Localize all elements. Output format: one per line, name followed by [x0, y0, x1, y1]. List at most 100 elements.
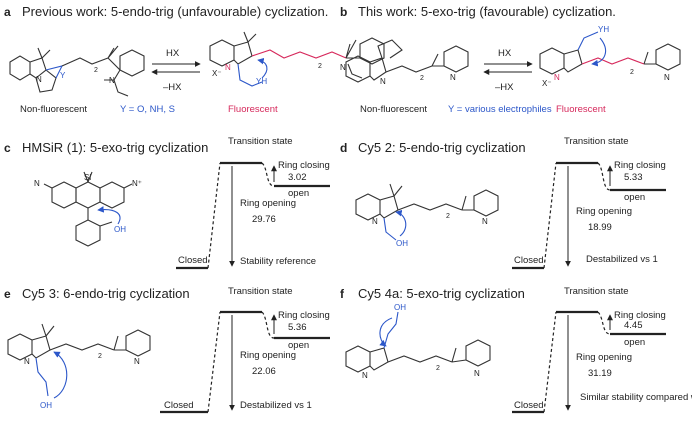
panel-d: d Cy5 2: 5-endo-trig cyclization N N OH …	[340, 136, 666, 270]
atom-n2-b-left: N	[450, 73, 456, 82]
closing-value-e: 5.36	[288, 322, 307, 333]
state-a-left: Non-fluorescent	[20, 104, 87, 115]
atom-n-plus-f: N	[362, 371, 368, 380]
subscript-f: 2	[436, 365, 440, 372]
closed-label-e: Closed	[164, 400, 194, 411]
closed-label-d: Closed	[514, 255, 544, 266]
panel-title-f: Cy5 4a: 5-exo-trig cyclization	[358, 286, 525, 301]
panel-title-e: Cy5 3: 6-endo-trig cyclization	[22, 286, 190, 301]
atom-n-plus-d: N	[372, 217, 378, 226]
opening-label-c: Ring opening	[240, 198, 296, 209]
atom-n-c-left: N	[34, 179, 40, 188]
opening-value-e: 22.06	[252, 366, 276, 377]
ts-label-d: Transition state	[564, 136, 629, 147]
atom-n-plus-b: N	[554, 73, 560, 82]
panel-label-b: b	[340, 5, 347, 19]
y-note-a: Y = O, NH, S	[120, 104, 175, 115]
energy-diagram-d: Transition state Ring closing 5.33 open …	[512, 136, 666, 270]
panel-label-f: f	[340, 287, 345, 301]
molecule-c: Si N N⁺ OH	[34, 171, 142, 247]
ts-label-e: Transition state	[228, 286, 293, 297]
yh-b: YH	[598, 25, 609, 34]
molecule-f: N N OH 2	[345, 303, 491, 380]
panel-title-a: Previous work: 5-endo-trig (unfavourable…	[22, 4, 328, 19]
closing-value-c: 3.02	[288, 172, 307, 183]
closing-value-f: 4.45	[624, 320, 643, 331]
forward-b: HX	[498, 48, 512, 59]
atom-n2-b-right: N	[664, 73, 670, 82]
panel-e: e Cy5 3: 6-endo-trig cyclization N N OH …	[4, 286, 330, 414]
oh-f: OH	[394, 303, 406, 312]
energy-diagram-f: Transition state Ring closing 4.45 open …	[512, 286, 692, 414]
open-label-f: open	[624, 337, 645, 348]
panel-label-d: d	[340, 141, 347, 155]
panel-a: a Previous work: 5-endo-trig (unfavourab…	[4, 4, 385, 115]
subscript-b-left: 2	[420, 75, 424, 82]
opening-label-e: Ring opening	[240, 350, 296, 361]
molecule-a-right: N X⁻ YH N 2	[209, 31, 385, 87]
panel-title-d: Cy5 2: 5-endo-trig cyclization	[358, 140, 526, 155]
molecule-a-left: N Y N 2	[9, 45, 145, 97]
molecule-b-left: N N 2	[345, 39, 469, 86]
oh-e: OH	[40, 401, 52, 410]
opening-label-d: Ring opening	[576, 206, 632, 217]
atom-n-a-left: N	[36, 75, 42, 84]
energy-diagram-e: Transition state Ring closing 5.36 open …	[160, 286, 330, 414]
closed-label-c: Closed	[178, 255, 208, 266]
opening-value-d: 18.99	[588, 222, 612, 233]
opening-value-c: 29.76	[252, 214, 276, 225]
atom-n-plus-e: N	[24, 357, 30, 366]
closing-label-d: Ring closing	[614, 160, 666, 171]
atom-y-a: Y	[60, 71, 66, 80]
atom-n-c-right: N⁺	[132, 179, 142, 188]
subscript-d: 2	[446, 213, 450, 220]
ts-label-f: Transition state	[564, 286, 629, 297]
opening-label-f: Ring opening	[576, 352, 632, 363]
open-label-e: open	[288, 340, 309, 351]
oh-c: OH	[114, 225, 126, 234]
panel-c: c HMSiR (1): 5-exo-trig cyclization Si N…	[4, 136, 330, 270]
y-note-b: Y = various electrophiles	[448, 104, 552, 115]
subscript-a-left: 2	[94, 67, 98, 74]
panel-label-e: e	[4, 287, 11, 301]
equilibrium-b: HX –HX	[483, 48, 533, 93]
panel-title-b: This work: 5-exo-trig (favourable) cycli…	[358, 4, 616, 19]
closing-value-d: 5.33	[624, 172, 643, 183]
opening-value-f: 31.19	[588, 368, 612, 379]
atom-si-c: Si	[84, 173, 91, 182]
atom-n2-a-right: N	[340, 63, 346, 72]
molecule-b-right: N X⁻ YH N 2	[539, 25, 681, 88]
molecule-d: N N OH 2	[355, 183, 499, 248]
panel-f: f Cy5 4a: 5-exo-trig cyclization N N OH …	[340, 286, 692, 414]
reverse-b: –HX	[495, 82, 514, 93]
panel-b: b This work: 5-exo-trig (favourable) cyc…	[340, 4, 681, 115]
counterion-a: X⁻	[212, 69, 222, 78]
note-f: Similar stability compared with 1	[580, 392, 692, 403]
oh-d: OH	[396, 239, 408, 248]
state-b-right: Fluorescent	[556, 104, 606, 115]
forward-a: HX	[166, 48, 180, 59]
subscript-a-right: 2	[318, 63, 322, 70]
subscript-e: 2	[98, 353, 102, 360]
atom-n-plus-a: N	[225, 63, 231, 72]
open-label-c: open	[288, 188, 309, 199]
panel-title-c: HMSiR (1): 5-exo-trig cyclization	[22, 140, 208, 155]
atom-n2-e: N	[134, 357, 140, 366]
panel-label-a: a	[4, 5, 11, 19]
state-a-right: Fluorescent	[228, 104, 278, 115]
closing-label-e: Ring closing	[278, 310, 330, 321]
atom-n2-d: N	[482, 217, 488, 226]
closing-label-c: Ring closing	[278, 160, 330, 171]
closing-label-f: Ring closing	[614, 310, 666, 321]
closed-label-f: Closed	[514, 400, 544, 411]
note-e: Destabilized vs 1	[240, 400, 312, 411]
equilibrium-a: HX –HX	[151, 48, 201, 93]
reverse-a: –HX	[163, 82, 182, 93]
atom-n2-f: N	[474, 369, 480, 378]
note-d: Destabilized vs 1	[586, 254, 658, 265]
state-b-left: Non-fluorescent	[360, 104, 427, 115]
note-c: Stability reference	[240, 256, 316, 267]
atom-n-b-left: N	[380, 77, 386, 86]
yh-a: YH	[256, 77, 267, 86]
